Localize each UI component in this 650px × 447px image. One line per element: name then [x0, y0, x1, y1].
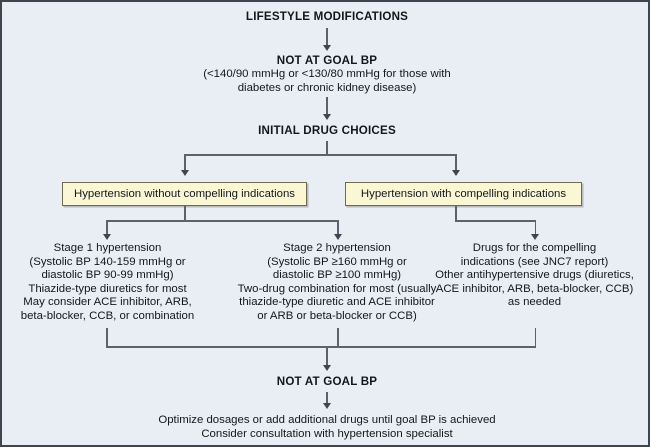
arrowhead-to-optimize	[322, 403, 331, 409]
connector-rail-to-stage2	[337, 220, 339, 236]
connector-stage1-down	[106, 328, 108, 347]
connector-box-without-rail	[106, 220, 338, 222]
connector-notatgoal2-to-optimize	[326, 392, 328, 406]
arrowhead-lifestyle-to-notatgoal	[322, 45, 331, 51]
connector-merge-rail	[106, 346, 536, 348]
connector-compelling-down	[534, 328, 536, 347]
connector-initialdrug-stem	[326, 141, 328, 155]
connector-stage2-down	[337, 328, 339, 347]
node-not-at-goal-bp-1-detail: (<140/90 mmHg or <130/80 mmHg for those …	[203, 68, 451, 94]
arrowhead-to-box-without	[180, 170, 189, 176]
node-stage-1-hypertension: Stage 1 hypertension (Systolic BP 140-15…	[20, 242, 195, 322]
node-not-at-goal-bp-1-heading: NOT AT GOAL BP	[276, 54, 378, 67]
connector-box-with-rail	[455, 220, 536, 222]
box-hypertension-without-compelling-indications[interactable]: Hypertension without compelling indicati…	[62, 182, 307, 206]
arrowhead-to-notatgoal2	[322, 365, 331, 371]
box-with-label: Hypertension with compelling indications	[360, 188, 567, 200]
connector-merge-to-notatgoal2	[326, 346, 328, 368]
connector-box-without-stem	[184, 206, 186, 220]
arrowhead-to-stage2	[333, 234, 342, 240]
connector-rail-to-box-with	[455, 154, 457, 172]
connector-lifestyle-to-notatgoal	[326, 28, 328, 48]
node-lifestyle-modifications: LIFESTYLE MODIFICATIONS	[245, 10, 409, 23]
arrowhead-to-compelling	[531, 234, 539, 240]
connector-rail-to-compelling	[534, 220, 536, 236]
connector-rail-to-stage1	[106, 220, 108, 236]
arrowhead-to-stage1	[102, 234, 111, 240]
node-stage-2-hypertension: Stage 2 hypertension (Systolic BP ≥160 m…	[237, 242, 437, 322]
box-hypertension-with-compelling-indications[interactable]: Hypertension with compelling indications	[345, 182, 582, 206]
box-without-label: Hypertension without compelling indicati…	[74, 188, 295, 200]
node-not-at-goal-bp-2: NOT AT GOAL BP	[276, 375, 378, 388]
connector-notatgoal-to-initialdrug	[326, 97, 328, 117]
node-initial-drug-choices: INITIAL DRUG CHOICES	[258, 124, 396, 137]
node-optimize-dosages: Optimize dosages or add additional drugs…	[158, 414, 496, 440]
connector-rail-to-box-without	[184, 154, 186, 172]
arrowhead-to-box-with	[451, 170, 460, 176]
connector-box-with-stem	[455, 206, 457, 220]
arrowhead-notatgoal-to-initialdrug	[322, 114, 331, 120]
connector-initialdrug-rail	[184, 154, 456, 156]
node-compelling-indication-drugs: Drugs for the compelling indications (se…	[435, 242, 634, 309]
